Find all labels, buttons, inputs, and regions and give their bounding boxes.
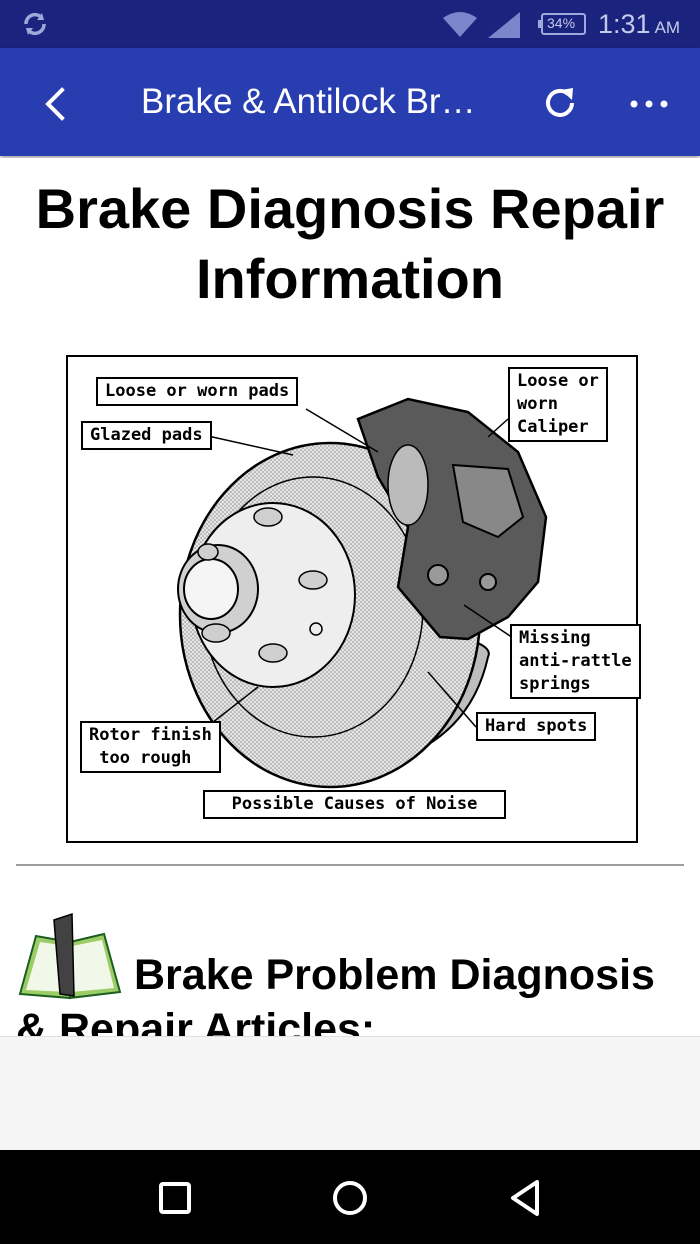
diagram-caption: Possible Causes of Noise <box>203 790 506 819</box>
navigation-bar <box>0 1150 700 1244</box>
refresh-icon[interactable] <box>539 82 581 124</box>
callout-missing-springs: Missing anti-rattle springs <box>510 624 641 699</box>
brake-noise-diagram: Loose or worn pads Glazed pads Loose or … <box>66 355 641 843</box>
page-title: Brake Diagnosis Repair Information <box>35 177 665 310</box>
divider <box>16 864 684 866</box>
book-icon <box>18 912 122 1000</box>
callout-loose-pads: Loose or worn pads <box>96 377 299 406</box>
web-content[interactable]: Brake Diagnosis Repair Information <box>0 158 700 1036</box>
callout-hard-spots: Hard spots <box>476 712 597 741</box>
home-icon[interactable] <box>330 1178 370 1218</box>
back-nav-icon[interactable] <box>505 1178 545 1218</box>
bottom-panel <box>0 1036 700 1151</box>
callout-glazed-pads: Glazed pads <box>81 421 212 450</box>
callout-rotor-finish: Rotor finish too rough <box>80 721 221 773</box>
battery-icon <box>538 13 586 35</box>
brake-rotor-illustration <box>177 397 548 789</box>
recent-apps-icon[interactable] <box>155 1178 195 1218</box>
more-options-icon[interactable] <box>628 84 670 124</box>
callout-loose-caliper: Loose or worn Caliper <box>508 367 608 442</box>
wifi-icon <box>443 12 477 37</box>
sync-icon <box>24 12 46 36</box>
app-bar-title: Brake & Antilock Br… <box>141 82 476 121</box>
section-heading[interactable]: Brake Problem Diagnosis & Repair Article… <box>16 951 655 1036</box>
clock-time: 1:31 <box>598 9 651 39</box>
clock-ampm: AM <box>654 18 681 37</box>
app-bar: Brake & Antilock Br… <box>0 48 700 156</box>
signal-icon <box>488 12 520 38</box>
back-arrow-icon[interactable] <box>36 84 76 124</box>
battery-percent: 34% <box>547 15 576 31</box>
